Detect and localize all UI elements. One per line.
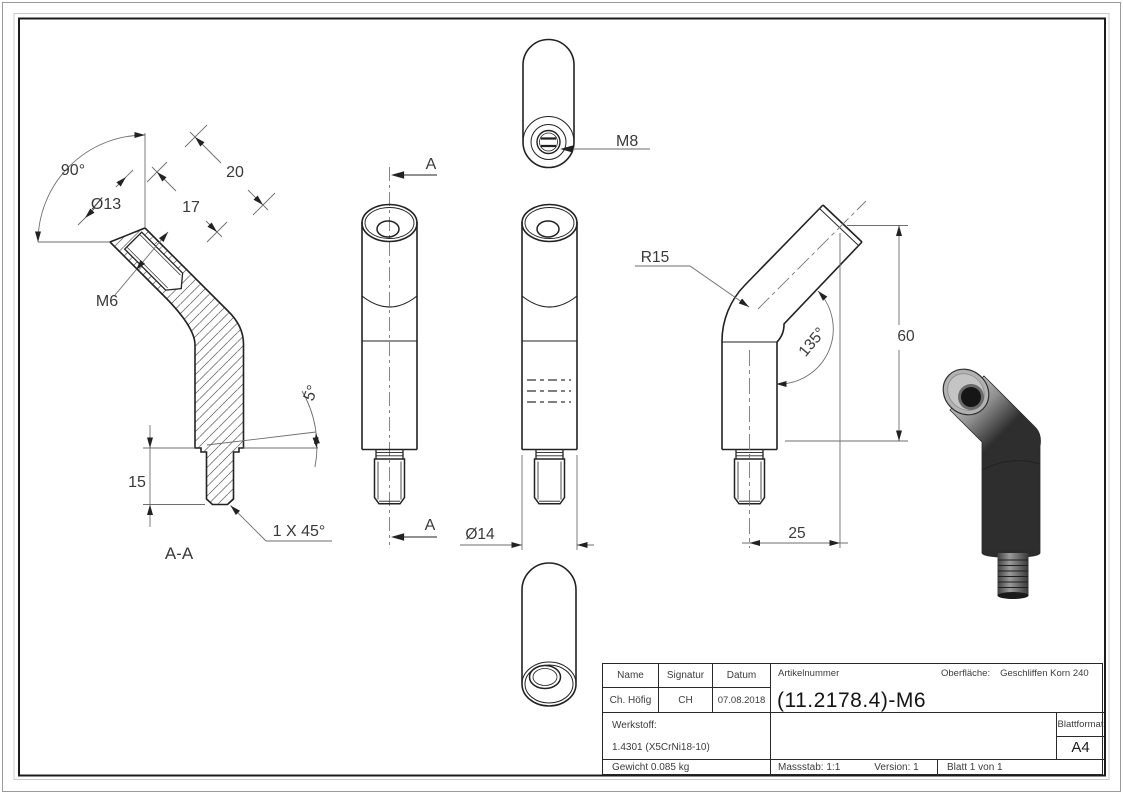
dim-length-25: 25	[788, 525, 805, 542]
tb-gewicht: Gewicht 0.085 kg	[612, 762, 690, 773]
section-arrow-label-bottom: A	[425, 517, 436, 534]
dim-dia-13: Ø13	[91, 196, 121, 213]
dim-angle-5: 5°	[301, 383, 322, 404]
dim-length-20: 20	[226, 164, 244, 181]
dim-angle-90: 90°	[61, 162, 85, 179]
tb-empty-cell	[771, 713, 1057, 760]
dim-length-15: 15	[128, 474, 146, 491]
tb-werkstoff-label: Werkstoff:	[612, 720, 657, 731]
section-title: A-A	[165, 544, 194, 563]
tb-massstab-cell: Massstab: 1:1 Version: 1	[771, 760, 938, 776]
tb-datum-label: Datum	[713, 664, 771, 688]
tb-name-value: Ch. Höfig	[603, 688, 659, 713]
tb-name-label: Name	[603, 664, 659, 688]
tb-artikelnummer-label: Artikelnummer	[778, 668, 840, 679]
dim-radius-15: R15	[641, 249, 669, 266]
tb-blattformat-label: Blattformat	[1057, 713, 1104, 737]
tb-werkstoff-value: 1.4301 (X5CrNi18-10)	[612, 742, 710, 753]
dim-angle-135: 135°	[796, 325, 830, 360]
tb-blatt: Blatt 1 von 1	[947, 762, 1003, 773]
tb-datum-value: 07.08.2018	[713, 688, 771, 713]
tb-gewicht-cell: Gewicht 0.085 kg	[603, 760, 771, 776]
front-view-2: Ø14	[460, 205, 594, 550]
tb-signatur-value: CH	[659, 688, 713, 713]
dim-length-60: 60	[897, 328, 915, 345]
tb-artikelnummer-value: (11.2178.4)-M6	[777, 689, 927, 712]
section-arrow-label-top: A	[426, 156, 437, 173]
tb-version: Version: 1	[874, 762, 919, 773]
dim-thread-m8: M8	[616, 133, 638, 150]
tb-massstab: Massstab: 1:1	[778, 762, 841, 773]
section-view-aa: 90° Ø13 17 20 M6 5° 15	[35, 124, 332, 563]
dim-length-17: 17	[182, 199, 200, 216]
dim-dia-14: Ø14	[465, 526, 495, 543]
tb-blatt-cell: Blatt 1 von 1	[938, 760, 1104, 776]
threaded-hole	[123, 231, 184, 291]
bottom-view	[521, 562, 577, 707]
top-view: M8	[522, 38, 650, 169]
dim-chamfer: 1 X 45°	[273, 523, 326, 540]
dim-thread-m6: M6	[96, 293, 118, 310]
tb-blattformat-value: A4	[1057, 737, 1104, 760]
tb-oberflaeche-value: Geschliffen Korn 240	[1000, 668, 1089, 679]
section-body	[108, 227, 245, 506]
title-block: Name Signatur Datum Ch. Höfig CH 07.08.2…	[602, 663, 1104, 776]
tb-werkstoff-cell: Werkstoff: 1.4301 (X5CrNi18-10)	[603, 713, 771, 760]
tb-oberflaeche-label: Oberfläche:	[941, 668, 991, 679]
tb-artikel-cell: Artikelnummer (11.2178.4)-M6 Oberfläche:…	[771, 664, 1104, 713]
part-3d-render	[942, 368, 1041, 599]
tb-signatur-label: Signatur	[659, 664, 713, 688]
front-view-section-marked: A A	[362, 156, 437, 545]
side-view: R15 135° 60 25	[635, 200, 915, 548]
